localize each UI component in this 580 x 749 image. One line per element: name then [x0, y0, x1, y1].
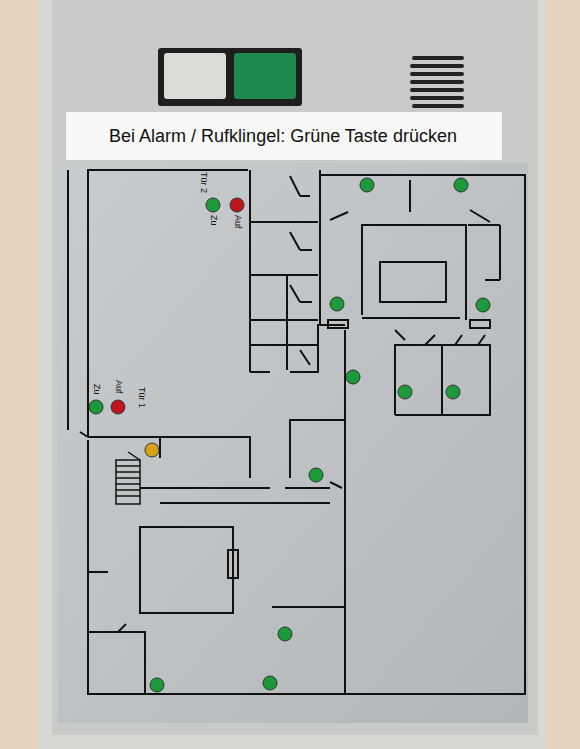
green-button: [234, 53, 296, 99]
state-label: Auf: [114, 380, 123, 394]
door-label: Tür 1: [137, 387, 146, 408]
state-label: Zu: [209, 215, 218, 226]
state-label: Zu: [92, 384, 101, 395]
instruction-label: Bei Alarm / Rufklingel: Grüne Taste drüc…: [66, 114, 500, 158]
housing: [38, 0, 546, 749]
floor-plan: [68, 170, 525, 694]
speaker-grille: [412, 58, 462, 106]
label-strip: [66, 112, 502, 160]
white-button: [164, 53, 226, 99]
state-label: Auf: [233, 215, 242, 229]
button-frame: [158, 48, 302, 106]
plate: [58, 163, 528, 723]
leds: [89, 178, 490, 692]
stairs: [116, 452, 140, 504]
door-label: Tür 2: [199, 172, 208, 193]
